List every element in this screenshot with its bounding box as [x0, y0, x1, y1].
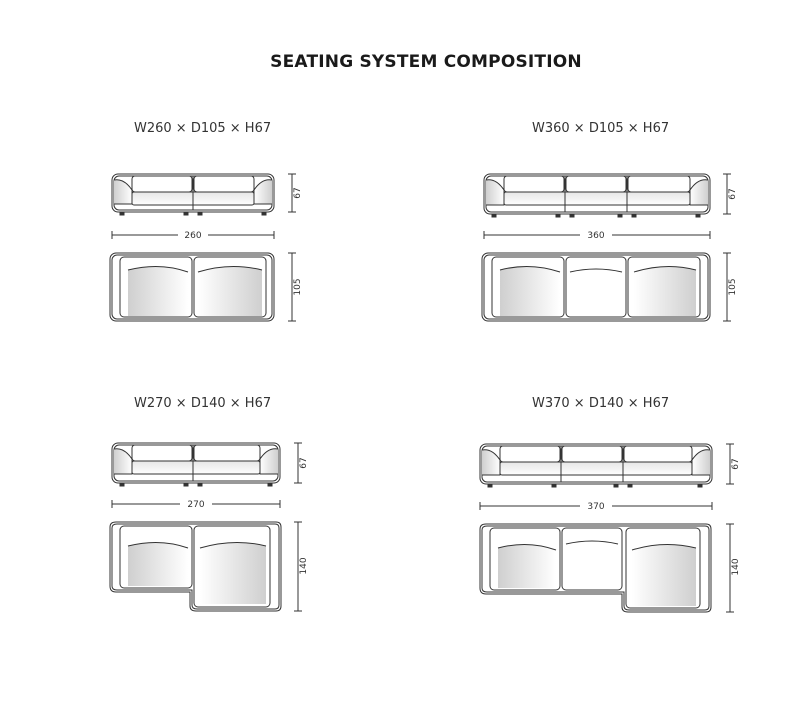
top-view-2-seat-chaise	[109, 521, 282, 612]
width-label-3-seat-chaise: 370	[587, 502, 604, 512]
width-dimension-3-seat	[483, 231, 711, 239]
dimensions-label-3-seat-chaise: W370 × D140 × H67	[532, 396, 670, 411]
width-dimension-2-seat-chaise	[111, 500, 281, 508]
height-label-3-seat: 67	[728, 188, 738, 199]
width-dimension-2-seat	[111, 231, 275, 239]
height-label-2-seat: 67	[293, 187, 303, 198]
front-view-2-seat	[111, 173, 275, 216]
top-view-3-seat-chaise	[479, 523, 712, 613]
front-view-3-seat-chaise	[479, 443, 713, 488]
height-dimension-2-seat	[288, 173, 296, 213]
width-label-3-seat: 360	[587, 231, 604, 241]
height-label-2-seat-chaise: 67	[299, 457, 309, 468]
top-view-3-seat	[481, 252, 711, 322]
dimensions-label-3-seat: W360 × D105 × H67	[532, 121, 670, 136]
sofa-2-seat	[109, 173, 296, 322]
depth-dimension-2-seat	[288, 252, 296, 322]
front-view-3-seat	[483, 173, 711, 218]
top-view-2-seat	[109, 252, 275, 322]
depth-label-2-seat: 105	[293, 278, 303, 295]
sofa-3-seat-chaise	[479, 443, 734, 613]
depth-dimension-3-seat	[723, 252, 731, 322]
depth-dimension-3-seat-chaise	[726, 523, 734, 613]
sofa-2-seat-chaise	[109, 442, 302, 612]
dimensions-label-2-seat: W260 × D105 × H67	[134, 121, 272, 136]
width-label-2-seat: 260	[184, 231, 201, 241]
page-title: SEATING SYSTEM COMPOSITION	[270, 52, 582, 72]
front-view-2-seat-chaise	[111, 442, 281, 487]
height-dimension-3-seat-chaise	[726, 443, 734, 485]
width-dimension-3-seat-chaise	[479, 502, 713, 510]
height-dimension-2-seat-chaise	[294, 442, 302, 484]
depth-label-3-seat-chaise: 140	[731, 558, 741, 575]
height-dimension-3-seat	[723, 173, 731, 215]
sofa-3-seat	[481, 173, 731, 322]
width-label-2-seat-chaise: 270	[187, 500, 204, 510]
depth-label-2-seat-chaise: 140	[299, 557, 309, 574]
dimensions-label-2-seat-chaise: W270 × D140 × H67	[134, 396, 272, 411]
height-label-3-seat-chaise: 67	[731, 458, 741, 469]
depth-dimension-2-seat-chaise	[294, 521, 302, 612]
depth-label-3-seat: 105	[728, 278, 738, 295]
